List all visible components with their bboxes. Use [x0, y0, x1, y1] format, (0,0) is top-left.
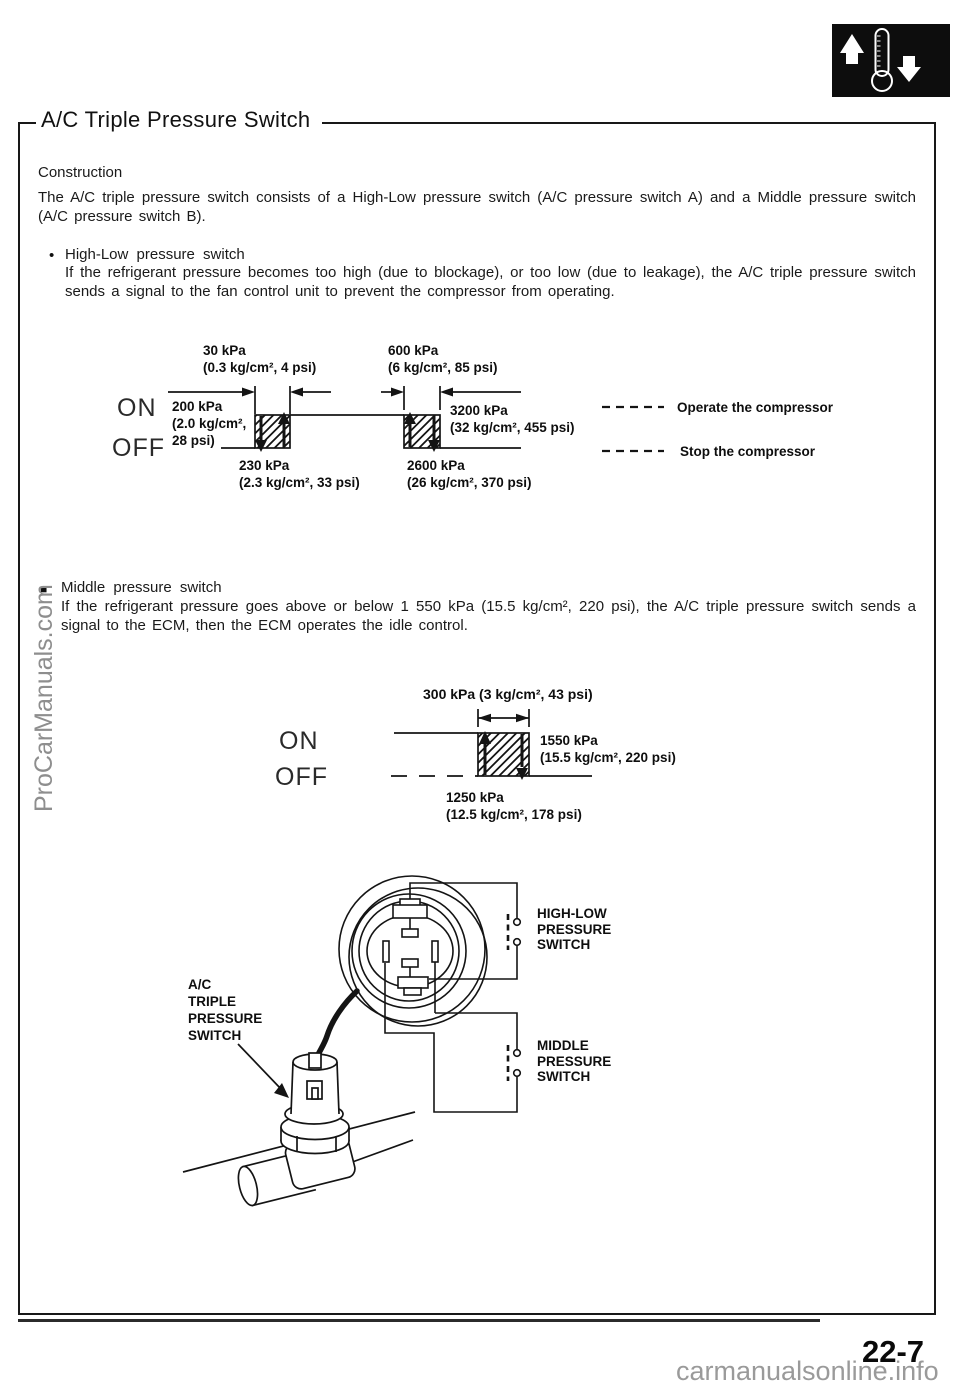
label-line: (2.3 kg/cm², 33 psi): [239, 475, 360, 490]
label-line: A/C: [188, 977, 212, 992]
label-line: 600 kPa: [388, 343, 439, 358]
operate-compressor-legend: Operate the compressor: [677, 400, 834, 415]
middle-bullet-title: Middle pressure switch: [61, 579, 222, 596]
low-hysteresis-width-label: 30 kPa (0.3 kg/cm², 4 psi): [203, 343, 316, 376]
label-line: 30 kPa: [203, 343, 246, 358]
content-frame: [18, 122, 936, 1315]
label-line: 1550 kPa: [540, 733, 598, 748]
bottom-watermark: carmanualsonline.info: [676, 1356, 939, 1386]
label-line: 230 kPa: [239, 458, 290, 473]
low-off-threshold-label: 200 kPa (2.0 kg/cm², 28 psi): [172, 398, 246, 449]
middle-pressure-switch-label: MIDDLE PRESSURE SWITCH: [537, 1038, 611, 1085]
label-line: PRESSURE: [537, 1053, 612, 1069]
construction-body: The A/C triple pressure switch consists …: [38, 189, 916, 225]
label-line: SWITCH: [537, 937, 591, 952]
middle-lower-threshold-label: 1250 kPa (12.5 kg/cm², 178 psi): [446, 789, 582, 823]
label-line: (0.3 kg/cm², 4 psi): [203, 359, 317, 375]
label-line: 3200 kPa: [450, 403, 508, 418]
low-on-threshold-label: 230 kPa (2.3 kg/cm², 33 psi): [239, 457, 360, 491]
label-line: (32 kg/cm², 455 psi): [450, 420, 575, 435]
label-line: HIGH-LOW: [537, 906, 607, 921]
page-title: A/C Triple Pressure Switch: [36, 107, 323, 133]
ac-triple-pressure-switch-label: A/C TRIPLE PRESSURE SWITCH: [188, 976, 262, 1044]
middle-bullet-body: If the refrigerant pressure goes above o…: [61, 598, 916, 634]
label-line: SWITCH: [537, 1069, 591, 1084]
label-line: 1250 kPa: [446, 790, 504, 805]
middle-on-label: ON: [279, 727, 319, 755]
label-line: (12.5 kg/cm², 178 psi): [446, 807, 582, 822]
label-line: SWITCH: [188, 1028, 242, 1043]
middle-upper-threshold-label: 1550 kPa (15.5 kg/cm², 220 psi): [540, 732, 676, 766]
label-line: MIDDLE: [537, 1038, 589, 1053]
high-low-bullet-title: High-Low pressure switch: [65, 246, 245, 263]
high-hysteresis-width-label: 600 kPa (6 kg/cm², 85 psi): [388, 343, 498, 376]
page-number: 22-7: [862, 1334, 925, 1369]
high-low-pressure-switch-label: HIGH-LOW PRESSURE SWITCH: [537, 906, 611, 953]
label-line: 28 psi): [172, 433, 215, 448]
off-label: OFF: [112, 434, 165, 462]
high-off-threshold-label: 3200 kPa (32 kg/cm², 455 psi): [450, 402, 575, 436]
up-arrow-icon: [840, 34, 864, 64]
side-watermark: ProCarManuals.com: [30, 584, 58, 812]
label-line: TRIPLE: [188, 994, 237, 1009]
label-line: 200 kPa: [172, 399, 223, 414]
high-on-threshold-label: 2600 kPa (26 kg/cm², 370 psi): [407, 457, 532, 491]
square-bullet-marker: ■: [40, 582, 48, 596]
thermometer-icon: [871, 28, 893, 92]
label-line: PRESSURE: [537, 921, 612, 937]
label-line: PRESSURE: [188, 1011, 263, 1026]
middle-off-label: OFF: [275, 763, 328, 791]
stop-compressor-legend: Stop the compressor: [680, 444, 816, 459]
on-label: ON: [117, 394, 157, 422]
high-low-bullet-body: If the refrigerant pressure becomes too …: [65, 264, 916, 300]
label-line: (15.5 kg/cm², 220 psi): [540, 750, 676, 765]
bullet-marker: •: [49, 247, 55, 264]
middle-width-label: 300 kPa (3 kg/cm², 43 psi): [423, 686, 593, 702]
scan-shadow-line: [18, 1319, 820, 1322]
down-arrow-icon: [897, 56, 921, 82]
construction-heading: Construction: [38, 164, 123, 181]
label-line: (6 kg/cm², 85 psi): [388, 359, 498, 375]
label-line: (26 kg/cm², 370 psi): [407, 475, 532, 490]
label-line: (2.0 kg/cm²,: [172, 416, 247, 431]
label-line: 2600 kPa: [407, 458, 465, 473]
heating-section-icon: [832, 24, 950, 97]
